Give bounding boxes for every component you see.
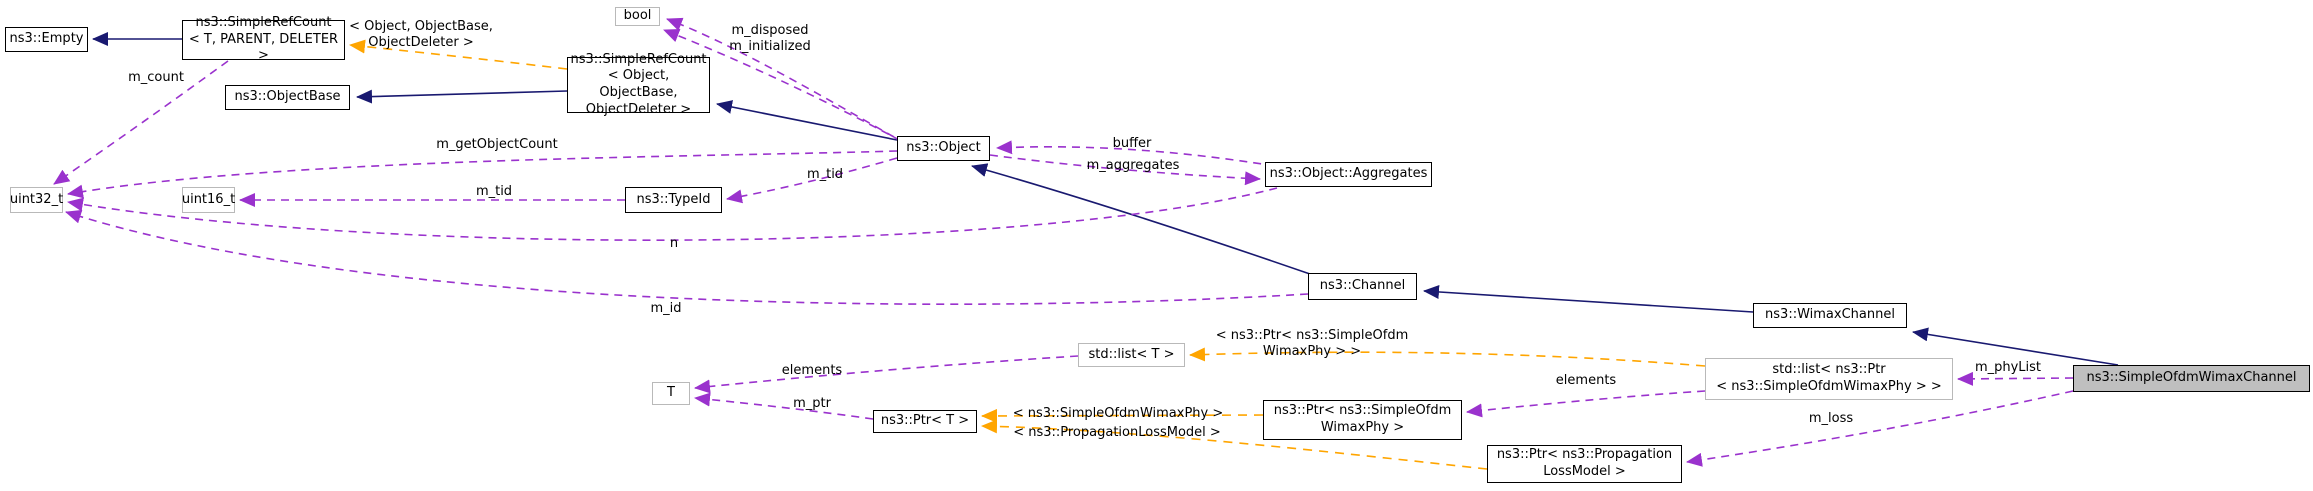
edge-label-m-disposed-m-initialized: m_disposed m_initialized	[729, 23, 811, 54]
edge-label-elements-right: elements	[1555, 373, 1617, 389]
edge-label-n: n	[669, 236, 679, 252]
edge-label-buffer: buffer	[1112, 136, 1152, 152]
class-node-ns3-wimaxchannel[interactable]: ns3::WimaxChannel	[1753, 303, 1907, 328]
edge-m-aggregates	[989, 154, 1261, 186]
edge-m-disposed	[666, 17, 895, 138]
edge-label-m-ptr: m_ptr	[793, 396, 831, 412]
edge-label-m-tid-right: m_tid	[806, 167, 844, 183]
edge-inherit-simplerefcountobj-to-objectbase	[356, 89, 568, 104]
class-node-ns3-ptr-propagationlossmodel[interactable]: ns3::Ptr< ns3::Propagation LossModel >	[1487, 445, 1682, 483]
edge-template-stdlist	[1189, 347, 1706, 367]
edge-elements-list-to-ptrphy	[1466, 390, 1706, 418]
edge-m-ptr	[694, 392, 874, 420]
edge-label-m-phylist: m_phyList	[1974, 360, 2042, 376]
edge-label-m-aggregates: m_aggregates	[1086, 158, 1180, 174]
edge-buffer	[996, 140, 1276, 167]
edge-inherit-channel-to-object	[971, 163, 1311, 275]
edge-elements-list-to-t	[694, 355, 1079, 394]
class-node-ns3-simplerefcount-template[interactable]: ns3::SimpleRefCount < T, PARENT, DELETER…	[182, 15, 345, 63]
edge-label-template-args-loss: < ns3::PropagationLossModel >	[1013, 425, 1221, 441]
edge-m-id	[65, 209, 1309, 305]
class-node-ns3-object[interactable]: ns3::Object	[897, 136, 990, 161]
class-node-ns3-ptr-t[interactable]: ns3::Ptr< T >	[873, 410, 977, 433]
class-node-uint32-t: uint32_t	[10, 187, 63, 213]
class-node-uint16-t: uint16_t	[182, 187, 235, 213]
edge-label-template-args-list: < ns3::Ptr< ns3::SimpleOfdm WimaxPhy > >	[1215, 328, 1409, 359]
edge-label-template-args-phy: < ns3::SimpleOfdmWimaxPhy >	[1012, 406, 1224, 422]
class-node-ns3-simpleofdmwimaxchannel: ns3::SimpleOfdmWimaxChannel	[2073, 365, 2310, 392]
class-node-t: T	[652, 382, 690, 405]
class-node-bool: bool	[615, 7, 660, 26]
edge-label-template-args-object: < Object, ObjectBase, ObjectDeleter >	[349, 19, 493, 50]
class-node-ns3-ptr-simpleofdmwimaxphy[interactable]: ns3::Ptr< ns3::SimpleOfdm WimaxPhy >	[1263, 400, 1462, 440]
edge-inherit-object-to-simplerefcountobj	[716, 100, 898, 141]
edge-n	[67, 187, 1278, 241]
class-node-ns3-object-aggregates[interactable]: ns3::Object::Aggregates	[1265, 162, 1432, 187]
edge-m-phylist	[1957, 371, 2074, 386]
class-node-ns3-simplerefcount-object[interactable]: ns3::SimpleRefCount < Object, ObjectBase…	[567, 52, 710, 117]
edge-label-m-id: m_id	[650, 301, 682, 317]
edge-m-count	[53, 60, 229, 185]
edge-label-m-getobjectcount: m_getObjectCount	[436, 137, 558, 153]
edge-template-simplerefcount	[349, 39, 568, 70]
edge-template-ptr-loss	[981, 419, 1488, 470]
class-node-ns3-objectbase[interactable]: ns3::ObjectBase	[225, 85, 350, 110]
edge-label-m-loss: m_loss	[1808, 411, 1854, 427]
edge-m-tid-object-to-typeid	[726, 157, 898, 204]
edge-m-initialized	[663, 29, 902, 142]
edge-label-m-count: m_count	[128, 70, 184, 86]
edge-m-getobjectcount	[67, 150, 898, 199]
class-node-stdlist-t: std::list< T >	[1078, 343, 1185, 367]
class-node-ns3-channel[interactable]: ns3::Channel	[1308, 273, 1417, 300]
edge-inherit-wimaxchannel-to-channel	[1423, 284, 1754, 313]
class-node-stdlist-ptr-phy: std::list< ns3::Ptr < ns3::SimpleOfdmWim…	[1705, 358, 1953, 400]
edge-label-m-tid-left: m_tid	[475, 184, 513, 200]
edge-label-elements-left: elements	[781, 363, 843, 379]
edge-inherit-simpleofdm-to-wimaxchannel	[1912, 327, 2119, 366]
edge-m-loss	[1686, 390, 2074, 467]
class-node-ns3-typeid[interactable]: ns3::TypeId	[625, 187, 722, 213]
class-node-ns3-empty[interactable]: ns3::Empty	[5, 27, 88, 52]
